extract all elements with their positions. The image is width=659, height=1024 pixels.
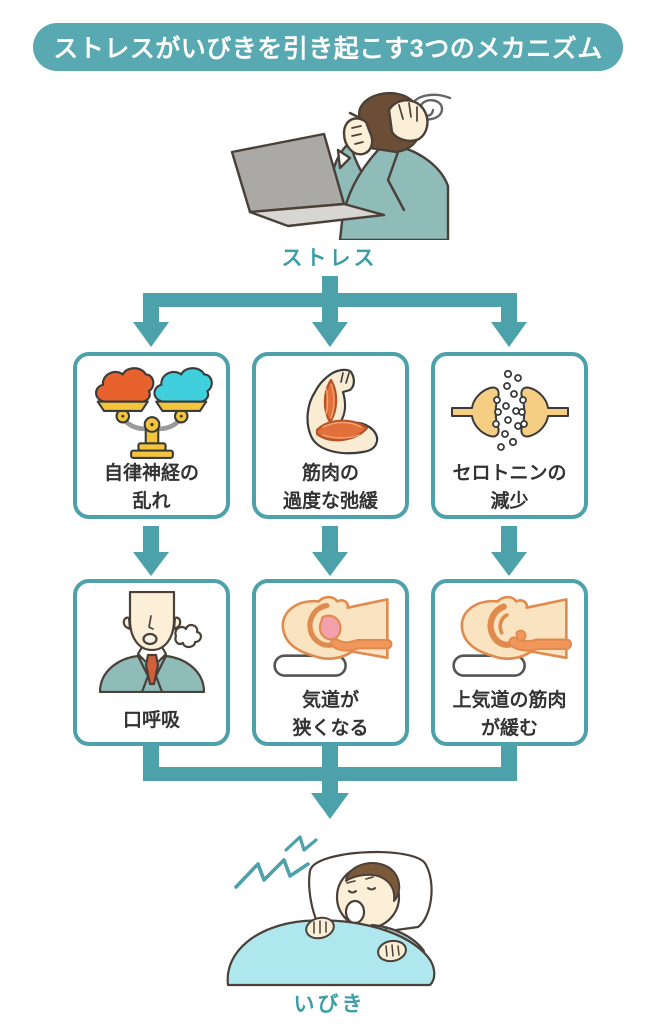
effect-box-label: 上気道の筋肉 が緩む [452,690,567,739]
stress-label: ストレス [281,247,378,270]
snoring-label: いびき [293,993,366,1016]
synapse-serotonin-icon [435,356,584,460]
cause-box-autonomic-nerves: 自律神経の 乱れ [73,352,230,519]
title-banner: ストレスがいびきを引き起こす3つのメカニズム [33,23,623,71]
cause-box-label: 自律神経の 乱れ [103,463,199,512]
effect-box-label: 口呼吸 [122,710,180,732]
sleeping-man-illustration [226,835,436,987]
cause-box-label: セロトニンの 減少 [452,463,567,512]
page-title: ストレスがいびきを引き起こす3つのメカニズム [53,35,603,63]
balance-scale-icon [77,356,226,460]
effect-box-narrowed-airway: 気道が 狭くなる [252,579,409,746]
effect-box-relaxed-airway-muscle: 上気道の筋肉 が緩む [431,579,588,746]
snore-zigzag-icon [234,835,318,889]
muscle-arm-icon [256,356,405,460]
stressed-man-illustration [230,91,452,240]
cause-box-serotonin-decrease: セロトニンの 減少 [431,352,588,519]
narrowed-airway-icon [256,583,405,687]
cause-box-muscle-relaxation: 筋肉の 過度な弛緩 [252,352,409,519]
effect-box-mouth-breathing: 口呼吸 [73,579,230,746]
relaxed-airway-muscle-icon [435,583,584,687]
mouth-breathing-man-icon [77,583,226,693]
effect-box-label: 気道が 狭くなる [292,690,369,739]
cause-box-label: 筋肉の 過度な弛緩 [282,463,378,512]
